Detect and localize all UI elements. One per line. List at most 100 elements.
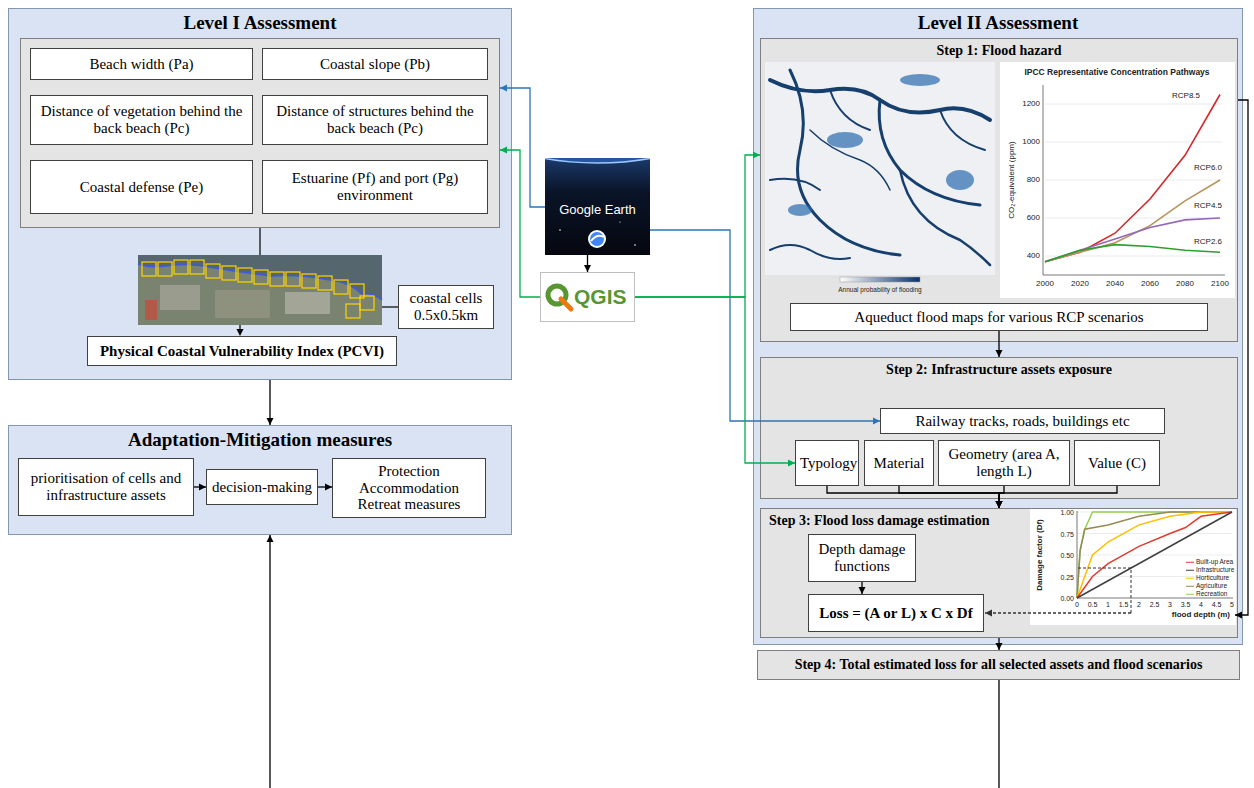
google-earth-image-part (588, 230, 606, 248)
connector (899, 486, 1003, 508)
rcp-chart-part-part (1045, 245, 1220, 262)
rcp-chart-part (1000, 62, 1235, 298)
connector (635, 152, 760, 298)
heading-text: Level II Assessment (918, 12, 1078, 34)
flood-map-part-part (810, 130, 890, 190)
depth-damage-chart-part (1078, 568, 1131, 613)
legend-item: Horticulture (1186, 575, 1229, 582)
chart-label: 2060 (1141, 280, 1159, 288)
connector-line (999, 486, 1117, 508)
process-box: Protection Accommodation Retreat measure… (332, 458, 486, 518)
coastal-map-part (285, 292, 330, 314)
box-text: Protection Accommodation Retreat measure… (337, 463, 481, 514)
box-text: Loss = (A or L) x C x Df (819, 605, 972, 622)
box-text: coastal cells 0.5x0.5km (403, 290, 489, 324)
coastal-map-part-part (360, 296, 374, 310)
coastal-map-part-part (302, 274, 316, 288)
coastal-map-part (145, 300, 157, 320)
chart-label: 1.5 (1119, 601, 1129, 608)
coastal-map-part-part (346, 304, 360, 318)
chart-label: 1.00 (1060, 509, 1074, 516)
arrow-head (325, 484, 332, 491)
flood-map-part-part (940, 110, 985, 150)
legend-line-sample (1186, 570, 1194, 571)
chart-label: 1200 (1022, 100, 1040, 108)
arrow-head (996, 501, 1003, 508)
legend-text: Recreation (1196, 591, 1227, 598)
connector-line (269, 380, 270, 425)
chart-label: Damage factor (Df) (1036, 519, 1044, 591)
connector-line (269, 535, 270, 788)
connector-line (985, 612, 1131, 613)
depth-damage-chart-part-part (1077, 512, 1232, 598)
legend-text: Built-up Area (1196, 559, 1233, 566)
depth-damage-chart-part-part (1077, 555, 1232, 556)
box-text: Railway tracks, roads, buildings etc (915, 413, 1129, 430)
coastal-map-part (138, 255, 382, 300)
legend-line-sample (1186, 586, 1194, 587)
connector-line (587, 255, 588, 272)
chart-label: 0.00 (1060, 595, 1074, 602)
rcp-chart-part-part (1045, 180, 1220, 262)
chart-label: RCP8.5 (1172, 92, 1200, 100)
connector (859, 582, 866, 594)
assessment-panel: Level I AssessmentBeach width (Pa) Coasta… (8, 8, 512, 380)
legend-item: Built-up Area (1186, 559, 1233, 566)
box-text: Geometry (area A, length L) (943, 446, 1065, 480)
chart-label: 0.5 (1088, 601, 1098, 608)
flood-map-part-part (900, 170, 990, 265)
rcp-chart-part-part (1045, 142, 1222, 143)
process-box: Value (C) (1074, 440, 1160, 486)
coastal-map-part-part (142, 262, 156, 276)
flood-map-part (788, 74, 974, 216)
coastal-map-part-part (318, 276, 332, 290)
box-text: Depth damage functions (813, 541, 911, 575)
chart-label: 2 (1137, 601, 1141, 608)
process-box: Aqueduct flood maps for various RCP scen… (790, 303, 1208, 331)
process-box: Beach width (Pa) (30, 48, 253, 80)
depth-damage-chart-part-part (1077, 512, 1232, 598)
box-text: decision-making (212, 479, 312, 496)
process-box: Railway tracks, roads, buildings etc (880, 408, 1165, 434)
heading-text: Step 2: Infrastructure assets exposure (886, 362, 1112, 378)
chart-label: 2020 (1071, 280, 1089, 288)
chart-label: 5 (1230, 601, 1234, 608)
arrow-head (996, 501, 1003, 508)
flow-lines (267, 100, 1249, 788)
connector (996, 486, 1118, 508)
heading-text: Level I Assessment (183, 12, 336, 34)
process-box: Coastal defense (Pe) (30, 160, 253, 214)
step-box: Step 4: Total estimated loss for all sel… (757, 650, 1240, 680)
flood-map-part (770, 70, 990, 265)
rcp-chart-part-part (1045, 218, 1222, 219)
connector-line (635, 155, 760, 297)
google-earth-image-part-part (619, 221, 620, 222)
arrow-head (500, 147, 507, 154)
connector (827, 486, 1003, 508)
depth-damage-chart (1030, 509, 1236, 625)
chart-label: CO₂-equivalent (ppm) (1008, 141, 1016, 218)
level-one-flow-lines (240, 228, 398, 330)
chart-label: 2080 (1176, 280, 1194, 288)
connector (500, 147, 540, 298)
flood-map-part-part (790, 70, 900, 255)
process-box: Distance of vegetation behind the back b… (30, 95, 253, 145)
flood-map (765, 62, 995, 282)
chart-label: IPCC Representative Concentration Pathwa… (1024, 68, 1209, 77)
flood-map-part-part (830, 90, 870, 130)
connector-line (194, 486, 206, 487)
depth-damage-chart-part (1077, 512, 1232, 577)
depth-damage-chart-part (1030, 509, 1236, 625)
chart-label: 2040 (1106, 280, 1124, 288)
connector (318, 484, 332, 491)
arrow-head (267, 535, 274, 542)
google-earth-image-part-part (559, 229, 561, 231)
arrow-head (237, 329, 244, 336)
chart-label: 0 (1075, 601, 1079, 608)
rcp-chart-part-part (1045, 256, 1222, 257)
depth-damage-chart-part-part (1077, 511, 1078, 598)
coastal-map-part (138, 255, 382, 325)
coastal-map-part (142, 260, 374, 318)
connector-line (998, 680, 999, 788)
google-earth-image-part (591, 236, 604, 241)
